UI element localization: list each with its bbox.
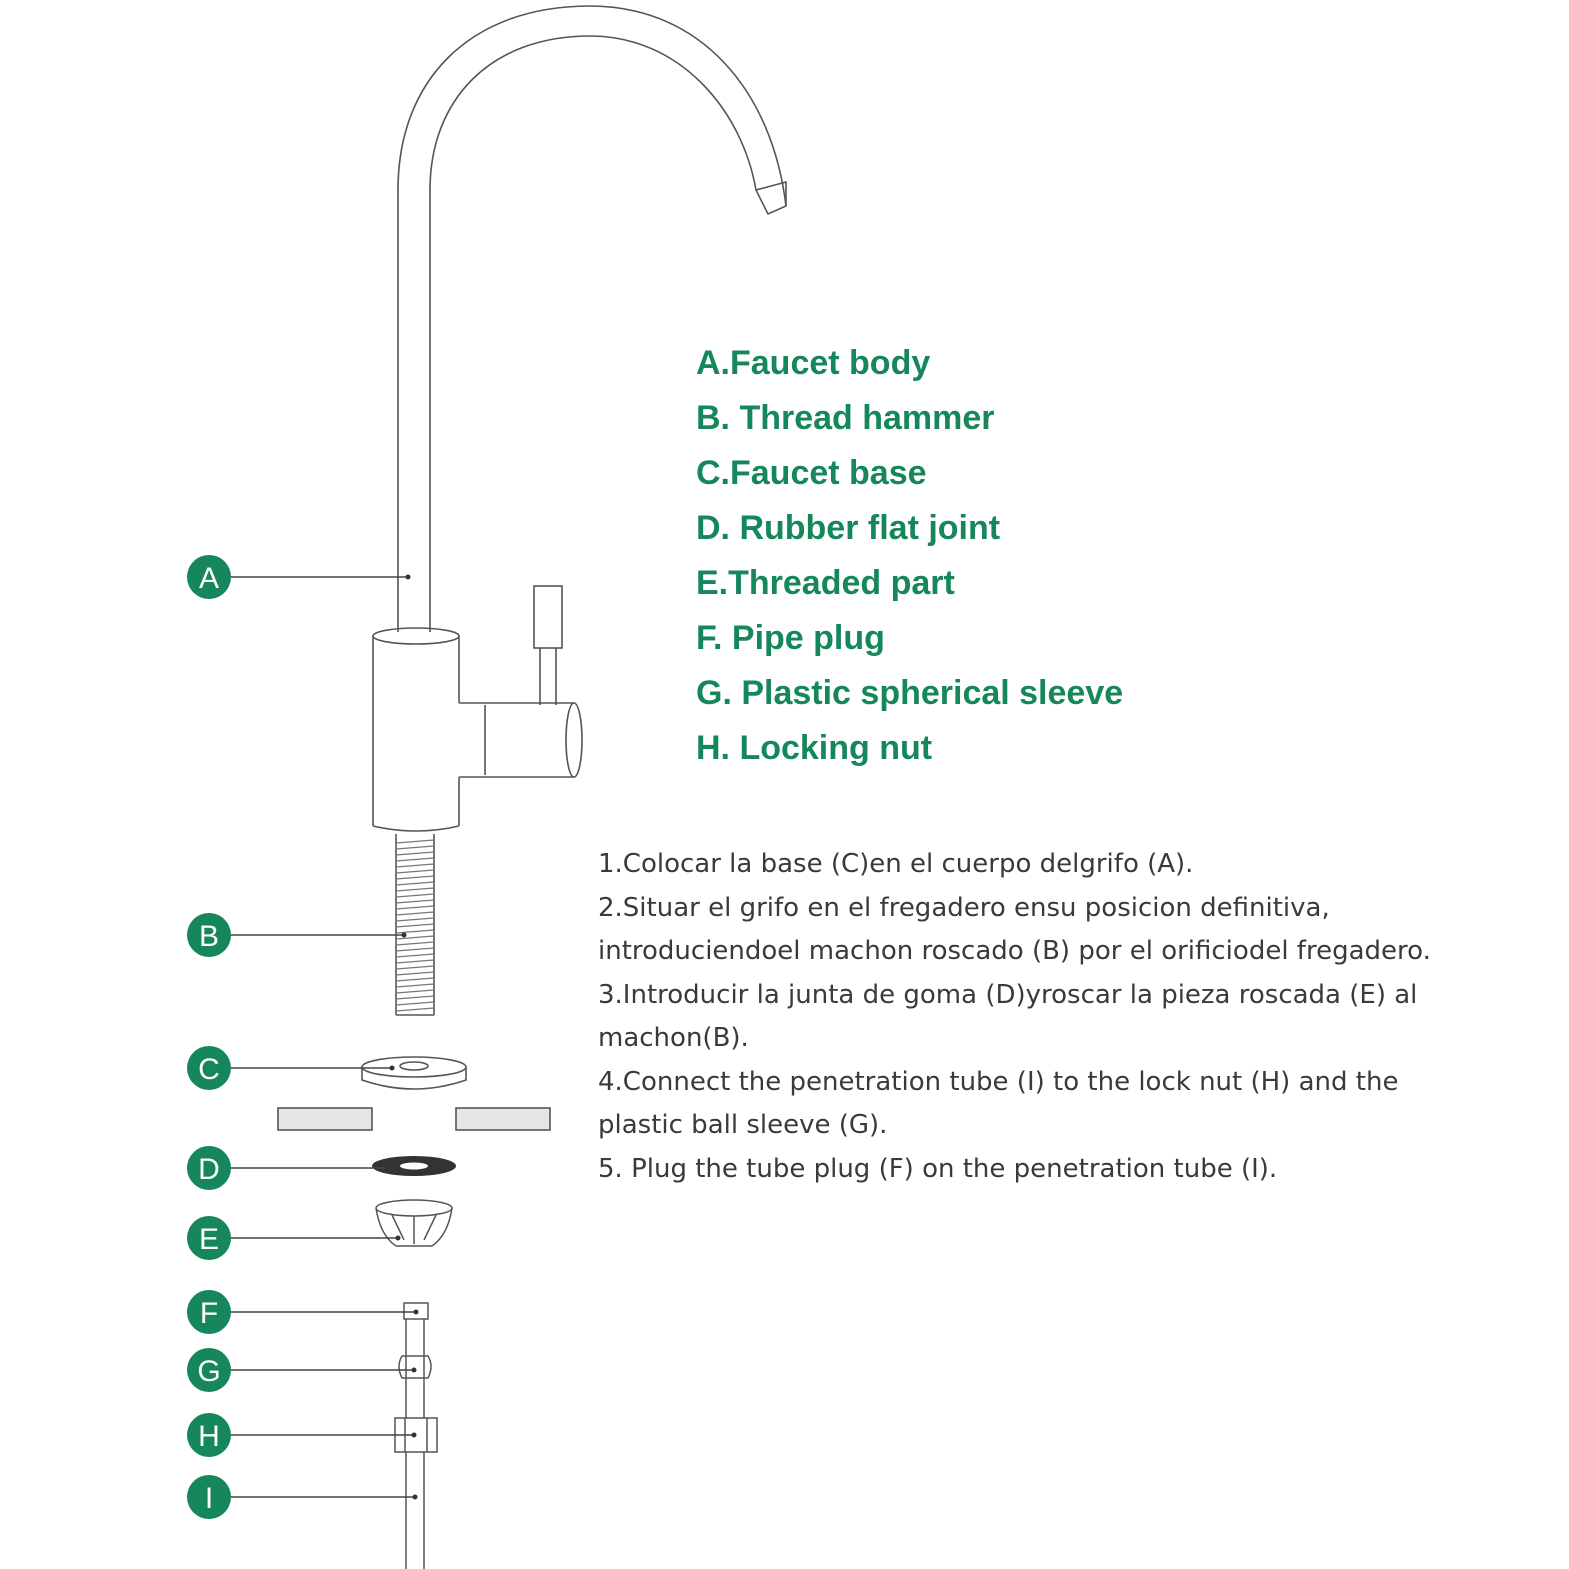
badge-letter: C [198,1053,220,1086]
step-line: introduciendoel machon roscado (B) por e… [598,936,1431,966]
leader-dot [411,1367,417,1373]
part-label-e: E.Threaded part [696,564,955,602]
part-label-h: H. Locking nut [696,729,933,767]
step-line: machon(B). [598,1023,749,1053]
callout-i: I [187,1475,418,1519]
callout-c: C [187,1046,395,1090]
thread-line [395,917,435,922]
thread-line [395,953,435,958]
thread-line [395,1001,435,1006]
badge-letter: A [199,562,219,595]
thread-line [395,971,435,976]
spherical-sleeve [398,1355,432,1379]
spout-tip [754,180,787,216]
callout-d: D [187,1146,391,1190]
step-line: 5. Plug the tube plug (F) on the penetra… [598,1153,1278,1184]
thread-line [395,935,435,940]
callout-e: E [187,1216,401,1260]
badge-letter: H [198,1420,220,1453]
threaded-part [375,1199,453,1217]
thread-line [395,1007,435,1012]
thread-line [395,911,435,916]
step-line: 3.Introducir la junta de goma (D)yroscar… [598,979,1418,1010]
callout-b: B [187,913,407,957]
part-label-g: G. Plastic spherical sleeve [696,674,1124,712]
thread-line [395,863,435,868]
thread-line [395,929,435,934]
leader-dot [389,1065,395,1071]
leader-dot [395,1235,401,1241]
badge-circle [187,555,231,599]
leader-dot [405,574,411,580]
leader-dot [385,1165,391,1171]
thread-line [395,887,435,892]
base-washer [361,1056,467,1078]
badge-circle [187,1475,231,1519]
installation-steps: 1.Colocar la base (C)en el cuerpo delgri… [598,843,1431,1191]
faucet-block [372,636,460,832]
counter-right [455,1107,551,1131]
parts-legend: A.Faucet body B. Thread hammer C.Faucet … [696,338,1123,778]
thread-line [395,851,435,856]
thread-line [395,905,435,910]
badge-letter: E [199,1223,219,1256]
callout-h: H [187,1413,417,1457]
badge-letter: I [205,1482,213,1515]
lever-handle [533,585,563,649]
thread-line [395,869,435,874]
handle-arm [459,702,574,778]
counter-left [277,1107,373,1131]
thread-line [395,977,435,982]
badge-letter: D [198,1153,220,1186]
callout-g: G [187,1348,417,1392]
thread-line [395,995,435,1000]
leader-dot [412,1494,418,1500]
part-label-c: C.Faucet base [696,454,927,492]
badge-letter: B [199,920,219,953]
leader-dot [401,932,407,938]
thread-line [395,941,435,946]
thread-line [395,845,435,850]
thread-line [395,959,435,964]
faucet-spout [397,5,787,632]
badge-circle [187,1046,231,1090]
thread-line [395,839,435,844]
thread-line [395,923,435,928]
thread-line [395,965,435,970]
part-label-d: D. Rubber flat joint [696,509,1001,547]
step-line: 4.Connect the penetration tube (I) to th… [598,1066,1399,1097]
leader-dot [413,1309,419,1315]
thread-line [395,893,435,898]
part-label-f: F. Pipe plug [696,619,885,657]
part-label-b: B. Thread hammer [696,399,995,437]
badge-letter: F [200,1297,218,1330]
faucet-spout-inner [429,35,757,632]
pipe-plug [403,1302,429,1320]
callout-a: A [187,555,411,599]
thread-line [395,899,435,904]
badge-circle [187,1146,231,1190]
part-label-a: A.Faucet body [696,344,931,382]
thread-line [395,983,435,988]
badge-circle [187,1413,231,1457]
badge-circle [187,1290,231,1334]
badge-circle [187,913,231,957]
leader-dot [411,1432,417,1438]
badge-circle [187,1348,231,1392]
thread-line [395,857,435,862]
thread-line [395,875,435,880]
step-line: 2.Situar el grifo en el fregadero ensu p… [598,892,1330,923]
callout-f: F [187,1290,419,1334]
badge-circle [187,1216,231,1260]
thread-line [395,989,435,994]
step-line: 1.Colocar la base (C)en el cuerpo delgri… [598,849,1194,879]
step-line: plastic ball sleeve (G). [598,1110,888,1140]
thread-line [395,947,435,952]
badge-letter: G [197,1355,220,1388]
thread-line [395,881,435,886]
